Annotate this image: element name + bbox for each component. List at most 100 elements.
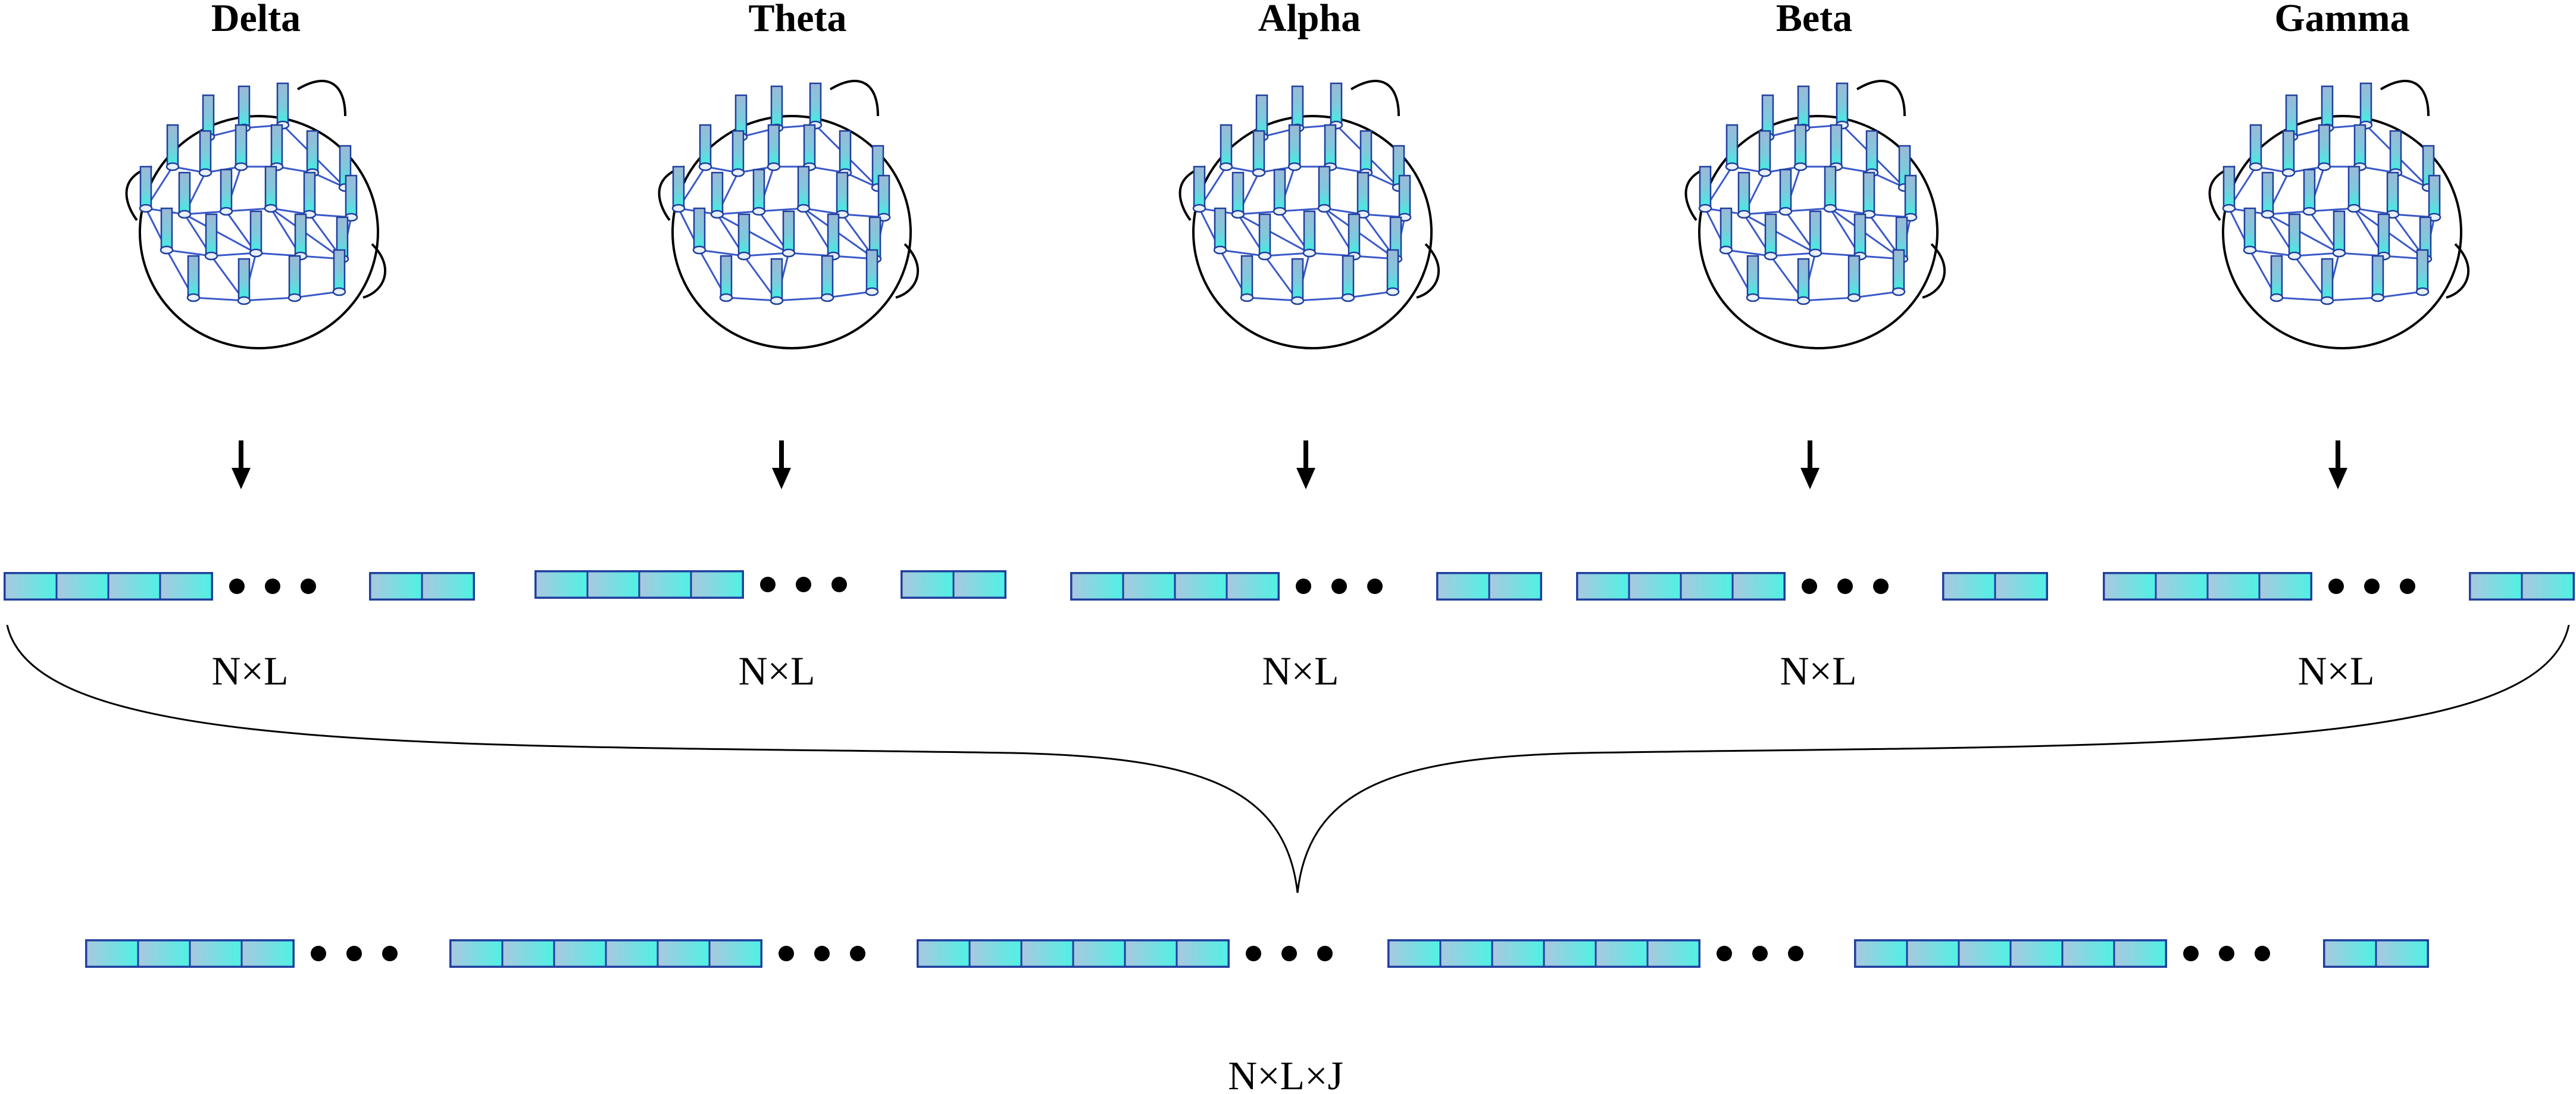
electrode-icon	[345, 174, 358, 217]
electrode-icon	[270, 124, 283, 167]
electrode-base	[234, 162, 248, 171]
electrode-base	[752, 207, 766, 216]
electrode-icon	[1255, 94, 1268, 137]
electrode-icon	[2318, 124, 2331, 167]
top-head-outline	[2380, 80, 2430, 117]
vector-segment	[534, 570, 744, 599]
vector-cell	[1176, 939, 1230, 968]
electrode-base	[1778, 207, 1793, 216]
ellipsis-dot	[311, 946, 326, 961]
electrode-icon	[288, 255, 301, 298]
vector-cell	[1072, 939, 1126, 968]
electrode-base	[1219, 162, 1233, 171]
connectivity-edge	[1348, 290, 1393, 299]
electrode-base	[1240, 293, 1254, 302]
connectivity-edge	[2267, 210, 2310, 215]
electrode-base	[865, 287, 879, 296]
right-ear-outline	[895, 243, 920, 299]
eeg-head-network-icon	[125, 80, 387, 349]
arrow-shaft	[2336, 440, 2340, 470]
electrode-icon	[720, 255, 733, 298]
connectivity-edge	[2267, 213, 2340, 254]
electrode-icon	[734, 94, 748, 137]
electrode-base	[160, 245, 174, 255]
electrode-icon	[752, 168, 765, 211]
electrode-icon	[1356, 171, 1370, 214]
electrode-icon	[1252, 130, 1265, 173]
band-feature-vector	[4, 572, 475, 601]
top-head-outline	[1350, 80, 1400, 117]
electrode-base	[2371, 293, 2385, 302]
vector-cell	[2103, 572, 2157, 601]
ellipsis-dot	[265, 579, 280, 594]
electrode-base	[2317, 162, 2331, 171]
connectivity-edge	[1237, 210, 1280, 215]
electrode-base	[2261, 210, 2275, 219]
ellipsis-dot	[2255, 946, 2270, 961]
electrode-icon	[821, 255, 834, 298]
electrode-base	[1808, 248, 1822, 258]
vector-cell	[534, 570, 589, 599]
vector-cell	[2375, 939, 2429, 968]
vector-segment	[1942, 572, 2048, 601]
electrode-icon	[249, 210, 262, 253]
electrode-icon	[1853, 213, 1867, 256]
electrode-icon	[235, 124, 248, 167]
electrode-icon	[1797, 258, 1810, 301]
electrode-base	[1764, 251, 1778, 261]
head-outline	[139, 115, 379, 349]
vector-cell	[1124, 939, 1178, 968]
electrode-icon	[693, 207, 706, 250]
electrode-icon	[2386, 171, 2399, 214]
electrode-icon	[2321, 258, 2334, 301]
connectivity-edge	[226, 207, 271, 212]
electrode-icon	[1330, 82, 1343, 125]
vector-cell	[2113, 939, 2167, 968]
electrode-icon	[187, 255, 200, 298]
vector-segment	[2469, 572, 2575, 601]
electrode-base	[2222, 204, 2236, 213]
electrode-base	[820, 293, 834, 302]
eeg-heads	[125, 80, 2470, 349]
electrode-icon	[333, 249, 346, 292]
top-head-outline	[296, 80, 346, 117]
electrode-base	[249, 248, 263, 258]
electrode-icon	[303, 171, 316, 214]
electrode-base	[796, 204, 811, 213]
electrode-icon	[797, 165, 810, 208]
electrode-base	[1892, 287, 1906, 296]
vector-cell	[107, 572, 161, 601]
ellipsis-dot	[1331, 579, 1347, 594]
vector-cell	[159, 572, 213, 601]
electrode-icon	[1359, 130, 1373, 173]
electrode-icon	[220, 168, 233, 211]
electrode-base	[1823, 204, 1837, 213]
connectivity-edge	[2294, 252, 2340, 257]
electrode-icon	[1809, 210, 1822, 253]
connectivity-edge	[2309, 207, 2355, 212]
electrode-icon	[803, 124, 816, 167]
electrode-icon	[827, 213, 840, 256]
electrode-base	[1698, 204, 1712, 213]
electrode-icon	[2303, 168, 2316, 211]
electrode-base	[2281, 168, 2296, 177]
electrode-icon	[836, 171, 849, 214]
down-arrow-icon	[1296, 440, 1315, 489]
electrode-icon	[199, 130, 212, 173]
electrode-base	[1719, 245, 1733, 255]
electrode-icon	[2428, 174, 2441, 217]
eeg-head-network-icon	[658, 80, 920, 349]
band-title-alpha: Alpha	[1258, 0, 1361, 40]
dim-label-concat: N×L×J	[1228, 1053, 1343, 1094]
electrode-base	[287, 293, 302, 302]
electrode-icon	[699, 124, 712, 167]
electrode-icon	[2282, 130, 2295, 173]
electrode-icon	[1231, 171, 1245, 214]
connectivity-edge	[243, 296, 295, 302]
connectivity-edge	[776, 296, 828, 302]
electrode-icon	[2353, 124, 2366, 167]
electrode-icon	[767, 124, 780, 167]
vector-cell	[917, 939, 971, 968]
right-ear-outline	[2446, 243, 2470, 299]
electrode-icon	[1830, 124, 1843, 167]
